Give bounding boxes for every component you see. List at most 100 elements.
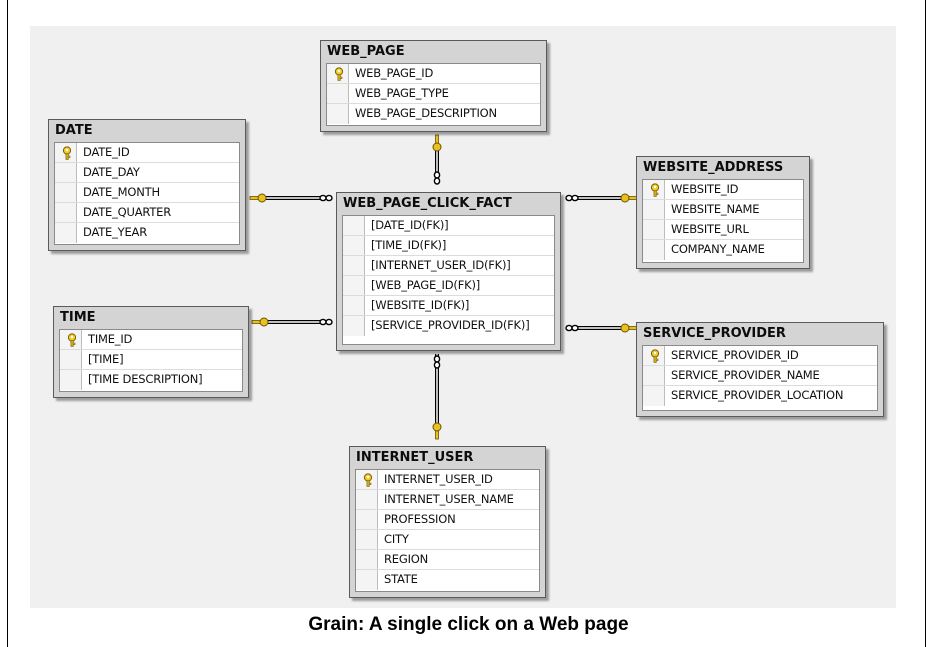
column-row[interactable]: PROFESSION <box>356 510 539 530</box>
row-selector[interactable] <box>343 316 365 336</box>
column-name: INTERNET_USER_NAME <box>384 492 514 506</box>
column-row[interactable]: [DATE_ID(FK)] <box>343 216 554 236</box>
primary-key-column-row[interactable]: SERVICE_PROVIDER_ID <box>643 346 877 366</box>
row-selector[interactable] <box>356 550 378 569</box>
row-selector[interactable] <box>643 200 665 219</box>
row-selector[interactable] <box>343 256 365 275</box>
column-row[interactable]: WEBSITE_URL <box>643 220 803 240</box>
column-row[interactable]: [SERVICE_PROVIDER_ID(FK)] <box>343 316 554 336</box>
row-selector[interactable] <box>343 216 365 235</box>
row-selector[interactable] <box>643 366 665 385</box>
table-title: WEB_PAGE <box>327 44 405 59</box>
row-selector[interactable] <box>356 570 378 590</box>
column-row[interactable]: SERVICE_PROVIDER_NAME <box>643 366 877 386</box>
column-name: [TIME DESCRIPTION] <box>88 372 203 386</box>
row-selector[interactable] <box>356 510 378 529</box>
column-row[interactable]: DATE_MONTH <box>55 183 239 203</box>
primary-key-column-row[interactable]: DATE_ID <box>55 143 239 163</box>
column-name: [WEBSITE_ID(FK)] <box>371 298 470 312</box>
key-icon <box>363 473 373 487</box>
infinity-icon <box>319 318 333 326</box>
column-row[interactable]: STATE <box>356 570 539 590</box>
column-name: CITY <box>384 532 409 546</box>
row-selector[interactable] <box>55 223 77 243</box>
row-selector[interactable] <box>60 350 82 369</box>
column-row[interactable]: [TIME] <box>60 350 242 370</box>
primary-key-column-row[interactable]: TIME_ID <box>60 330 242 350</box>
column-name: [WEB_PAGE_ID(FK)] <box>371 278 481 292</box>
column-row[interactable]: DATE_DAY <box>55 163 239 183</box>
column-name: DATE_MONTH <box>83 185 160 199</box>
table-time[interactable]: TIME TIME_ID[TIME][TIME DESCRIPTION] <box>53 306 249 398</box>
table-title: SERVICE_PROVIDER <box>643 326 786 341</box>
row-selector[interactable] <box>356 530 378 549</box>
row-selector[interactable] <box>356 490 378 509</box>
primary-key-column-row[interactable]: INTERNET_USER_ID <box>356 470 539 490</box>
column-name: [INTERNET_USER_ID(FK)] <box>371 258 511 272</box>
key-icon <box>62 146 72 160</box>
column-list: SERVICE_PROVIDER_ID SERVICE_PROVIDER_NAME… <box>642 345 878 411</box>
row-selector[interactable] <box>643 240 665 260</box>
table-title: DATE <box>55 123 93 138</box>
row-selector[interactable] <box>55 203 77 222</box>
column-row[interactable]: [TIME DESCRIPTION] <box>60 370 242 390</box>
primary-key-column-row[interactable]: WEBSITE_ID <box>643 180 803 200</box>
table-website-address[interactable]: WEBSITE_ADDRESS WEBSITE_ID WEBSITE_NAME WE… <box>636 156 810 269</box>
column-name: REGION <box>384 552 429 566</box>
column-row[interactable]: [INTERNET_USER_ID(FK)] <box>343 256 554 276</box>
row-selector[interactable] <box>55 183 77 202</box>
relationship-fact-date <box>249 193 333 203</box>
row-selector[interactable] <box>643 386 665 406</box>
table-title: WEBSITE_ADDRESS <box>643 160 784 175</box>
column-name: SERVICE_PROVIDER_NAME <box>671 368 820 382</box>
column-name: [TIME] <box>88 352 124 366</box>
column-row[interactable]: INTERNET_USER_NAME <box>356 490 539 510</box>
row-selector[interactable] <box>327 84 349 103</box>
row-selector[interactable] <box>643 220 665 239</box>
key-icon <box>432 134 442 152</box>
relationship-fact-service-provider <box>565 323 638 333</box>
column-name: [DATE_ID(FK)] <box>371 218 449 232</box>
row-selector[interactable] <box>55 163 77 182</box>
column-row[interactable]: DATE_QUARTER <box>55 203 239 223</box>
column-name: WEBSITE_URL <box>671 222 749 236</box>
column-row[interactable]: CITY <box>356 530 539 550</box>
column-row[interactable]: REGION <box>356 550 539 570</box>
column-row[interactable]: SERVICE_PROVIDER_LOCATION <box>643 386 877 406</box>
column-name: WEBSITE_ID <box>671 182 739 196</box>
column-row[interactable]: [WEBSITE_ID(FK)] <box>343 296 554 316</box>
column-row[interactable]: [WEB_PAGE_ID(FK)] <box>343 276 554 296</box>
infinity-icon <box>565 194 579 202</box>
column-name: [SERVICE_PROVIDER_ID(FK)] <box>371 318 530 332</box>
row-selector[interactable] <box>343 296 365 315</box>
column-row[interactable]: WEB_PAGE_DESCRIPTION <box>327 104 540 124</box>
column-name: INTERNET_USER_ID <box>384 472 493 486</box>
column-row[interactable]: WEBSITE_NAME <box>643 200 803 220</box>
table-web-page-click-fact[interactable]: WEB_PAGE_CLICK_FACT [DATE_ID(FK)] [TIME_I… <box>336 192 561 351</box>
infinity-icon <box>319 194 333 202</box>
column-name: STATE <box>384 572 418 586</box>
row-selector[interactable] <box>60 370 82 390</box>
column-row[interactable]: WEB_PAGE_TYPE <box>327 84 540 104</box>
column-row[interactable]: [TIME_ID(FK)] <box>343 236 554 256</box>
key-icon <box>620 323 638 333</box>
row-selector[interactable] <box>343 276 365 295</box>
row-selector[interactable] <box>343 236 365 255</box>
column-name: WEBSITE_NAME <box>671 202 760 216</box>
key-icon <box>251 317 269 327</box>
column-row[interactable]: DATE_YEAR <box>55 223 239 243</box>
row-selector[interactable] <box>327 104 349 124</box>
primary-key-column-row[interactable]: WEB_PAGE_ID <box>327 64 540 84</box>
table-title: WEB_PAGE_CLICK_FACT <box>343 196 512 211</box>
key-icon <box>432 422 442 440</box>
infinity-icon <box>565 324 579 332</box>
column-name: WEB_PAGE_DESCRIPTION <box>355 106 497 120</box>
key-icon <box>650 349 660 363</box>
column-row[interactable]: COMPANY_NAME <box>643 240 803 260</box>
